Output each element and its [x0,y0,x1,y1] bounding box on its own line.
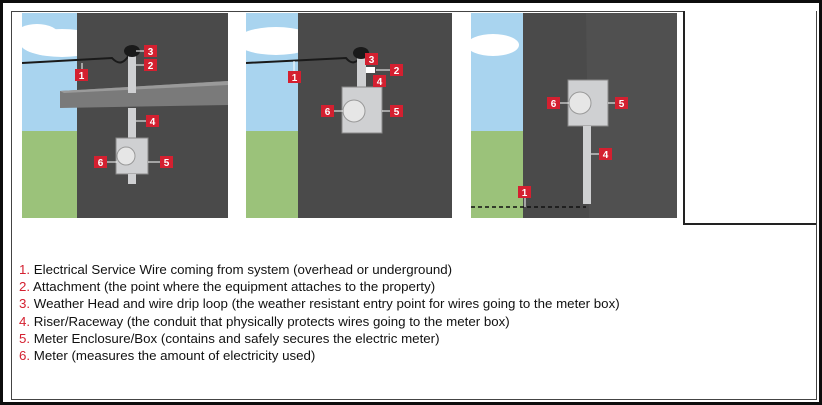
marker-label: 6 [325,107,331,118]
legend-number: 5. [19,330,31,346]
marker-label: 6 [551,99,557,110]
marker-1 [75,69,88,81]
blank-corner-box [683,11,816,225]
roof-eave [60,81,228,108]
marker-5 [160,156,173,168]
marker-label: 4 [377,77,383,88]
marker-label: 4 [150,117,156,128]
marker-label: 1 [79,71,85,82]
riser [583,126,591,204]
legend-number: 4. [19,313,31,329]
legend-item: 1. Electrical Service Wire coming from s… [19,261,620,278]
cloud [471,34,519,56]
marker-label: 5 [619,99,625,110]
marker-6 [321,105,334,117]
panel-overhead-mast: 3 2 1 4 5 6 [22,13,228,218]
marker-2 [390,64,403,76]
legend-number: 3. [19,296,31,312]
legend-item: 4. Riser/Raceway (the conduit that physi… [19,313,620,330]
marker-label: 6 [98,158,104,169]
legend-text: Meter (measures the amount of electricit… [30,348,316,364]
panel-overhead-wall: 3 2 1 4 5 6 [246,13,452,218]
marker-label: 3 [369,55,375,66]
meter [116,146,136,166]
meter [342,99,366,123]
legend-text: Riser/Raceway (the conduit that physical… [30,313,510,329]
legend-number: 1. [19,262,31,277]
marker-label: 2 [148,61,154,72]
marker-3 [365,53,378,65]
marker-label: 5 [394,107,400,118]
legend-item: 3. Weather Head and wire drip loop (the … [19,295,620,312]
box-stub [128,174,136,184]
marker-label: 1 [522,188,528,199]
mast [357,57,366,87]
weather-head [124,45,140,57]
legend-number: 2. [19,279,31,295]
marker-4 [599,148,612,160]
marker-1 [288,71,301,83]
meter [568,91,592,115]
marker-5 [390,105,403,117]
legend-list: 1. Electrical Service Wire coming from s… [19,261,620,364]
legend-number: 6. [19,348,31,364]
legend-item: 5. Meter Enclosure/Box (contains and saf… [19,330,620,347]
marker-6 [547,97,560,109]
diagram-inner-border [11,11,817,400]
marker-label: 3 [148,47,154,58]
marker-label: 5 [164,158,170,169]
marker-4 [373,75,386,87]
marker-6 [94,156,107,168]
legend-text: Attachment (the point where the equipmen… [30,279,436,295]
cloud [22,24,59,46]
marker-label: 2 [394,66,400,77]
attachment-bracket [366,67,375,73]
marker-label: 4 [603,150,609,161]
mast [128,55,136,93]
marker-5 [615,97,628,109]
roof-eave-edge [60,81,228,93]
legend-item: 2. Attachment (the point where the equip… [19,278,620,295]
marker-1 [518,186,531,198]
legend-text: Meter Enclosure/Box (contains and safely… [30,330,440,346]
legend-item: 6. Meter (measures the amount of electri… [19,347,620,364]
riser [128,108,136,138]
legend-text: Electrical Service Wire coming from syst… [30,262,453,277]
panel-underground: 5 6 4 1 [471,13,677,218]
marker-3 [144,45,157,57]
wall-shade [586,13,677,218]
marker-4 [146,115,159,127]
marker-2 [144,59,157,71]
legend-text: Weather Head and wire drip loop (the wea… [30,296,620,312]
marker-label: 1 [292,73,298,84]
